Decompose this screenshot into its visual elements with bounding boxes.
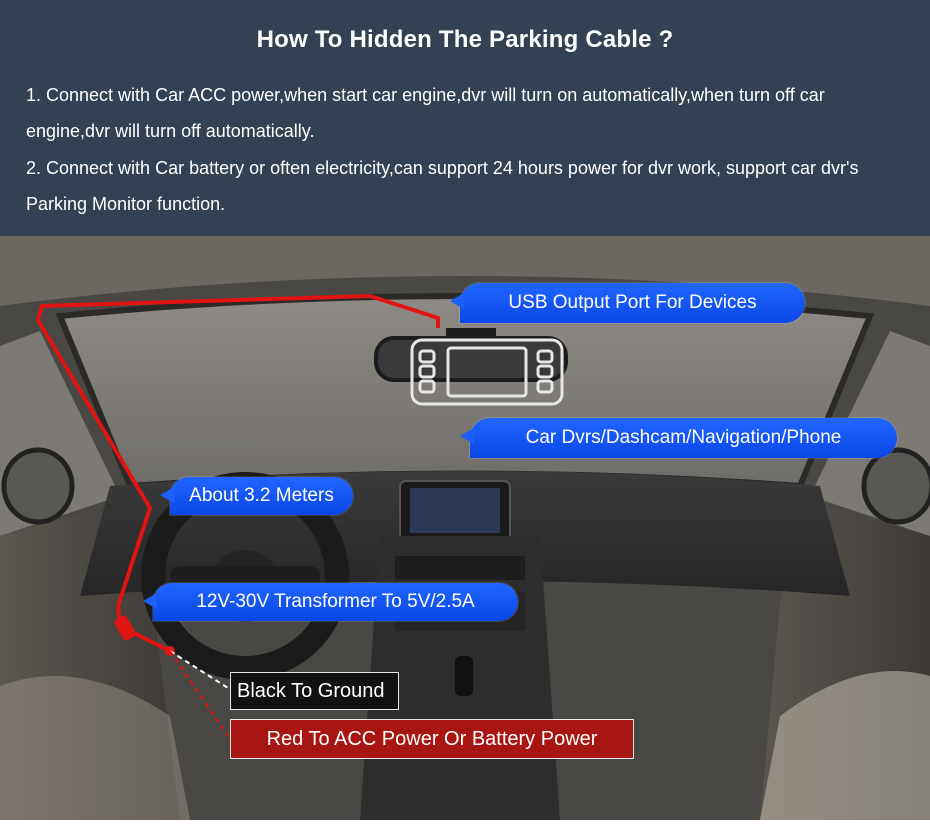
callout-supported-devices: Car Dvrs/Dashcam/Navigation/Phone bbox=[460, 418, 897, 458]
bottom-margin bbox=[0, 820, 930, 840]
instruction-header: How To Hidden The Parking Cable ? 1. Con… bbox=[0, 0, 930, 236]
callout-cable-length: About 3.2 Meters bbox=[160, 477, 353, 515]
step-1-text: 1. Connect with Car ACC power,when start… bbox=[26, 85, 825, 141]
power-cable bbox=[35, 293, 440, 737]
step-2-text: 2. Connect with Car battery or often ele… bbox=[26, 158, 859, 214]
label-red-power: Red To ACC Power Or Battery Power bbox=[230, 719, 634, 759]
page-title: How To Hidden The Parking Cable ? bbox=[256, 26, 674, 53]
dash-camera-icon bbox=[410, 338, 564, 406]
callout-usb-output: USB Output Port For Devices bbox=[450, 283, 805, 323]
label-black-ground: Black To Ground bbox=[230, 672, 399, 710]
callout-transformer: 12V-30V Transformer To 5V/2.5A bbox=[143, 583, 518, 621]
